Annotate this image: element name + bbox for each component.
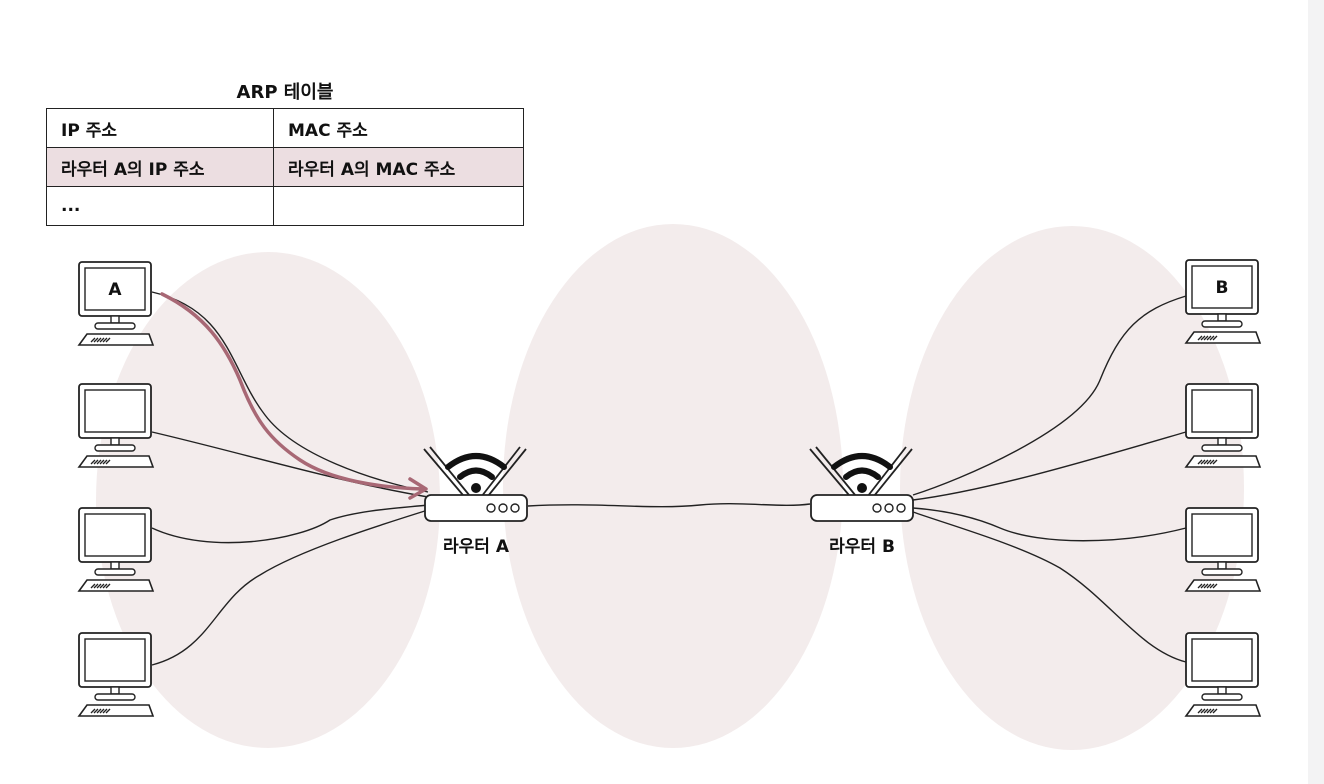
- host-right-4: [1185, 632, 1261, 717]
- host-b-label: B: [1216, 278, 1229, 298]
- scroll-strip: [1308, 0, 1324, 784]
- arp-cell-ip: ...: [46, 186, 274, 226]
- cable-a1: [151, 291, 429, 493]
- arp-request-arrow: [160, 292, 428, 500]
- cable-router-link: [527, 503, 811, 508]
- arp-cell-ip: 라우터 A의 IP 주소: [46, 147, 274, 187]
- table-row: ...: [46, 186, 524, 226]
- arp-header-ip: IP 주소: [46, 108, 274, 148]
- table-row: 라우터 A의 IP 주소 라우터 A의 MAC 주소: [46, 147, 524, 187]
- lan-a-zone: [96, 252, 440, 748]
- host-b: B: [1185, 259, 1261, 344]
- host-a: A: [78, 261, 154, 346]
- cable-a3: [151, 504, 429, 544]
- arp-table-title: ARP 테이블: [236, 82, 334, 103]
- wan-zone: [503, 224, 843, 748]
- router-a: 라우터 A: [424, 447, 527, 557]
- cable-b2: [912, 431, 1187, 501]
- network-zones: [96, 224, 1244, 750]
- arp-table-header: IP 주소 MAC 주소: [46, 108, 524, 148]
- router-a-label: 라우터 A: [443, 537, 510, 557]
- cable-b4: [912, 511, 1187, 663]
- arp-table-panel: ARP 테이블 IP 주소 MAC 주소 라우터 A의 IP 주소 라우터 A의…: [46, 78, 524, 226]
- arp-cell-mac: [273, 186, 524, 226]
- lan-b-zone: [900, 226, 1244, 750]
- router-b: 라우터 B: [810, 447, 913, 557]
- cables: [151, 291, 1187, 666]
- cable-a4: [151, 509, 429, 666]
- arp-header-mac: MAC 주소: [273, 108, 524, 148]
- cable-b1: [912, 295, 1187, 496]
- arp-cell-mac: 라우터 A의 MAC 주소: [273, 147, 524, 187]
- cable-b3: [912, 507, 1187, 542]
- router-b-label: 라우터 B: [829, 537, 895, 557]
- host-a-label: A: [108, 280, 122, 300]
- host-left-4: [78, 632, 154, 717]
- cable-a2: [151, 431, 429, 498]
- arp-table: IP 주소 MAC 주소 라우터 A의 IP 주소 라우터 A의 MAC 주소 …: [46, 108, 524, 226]
